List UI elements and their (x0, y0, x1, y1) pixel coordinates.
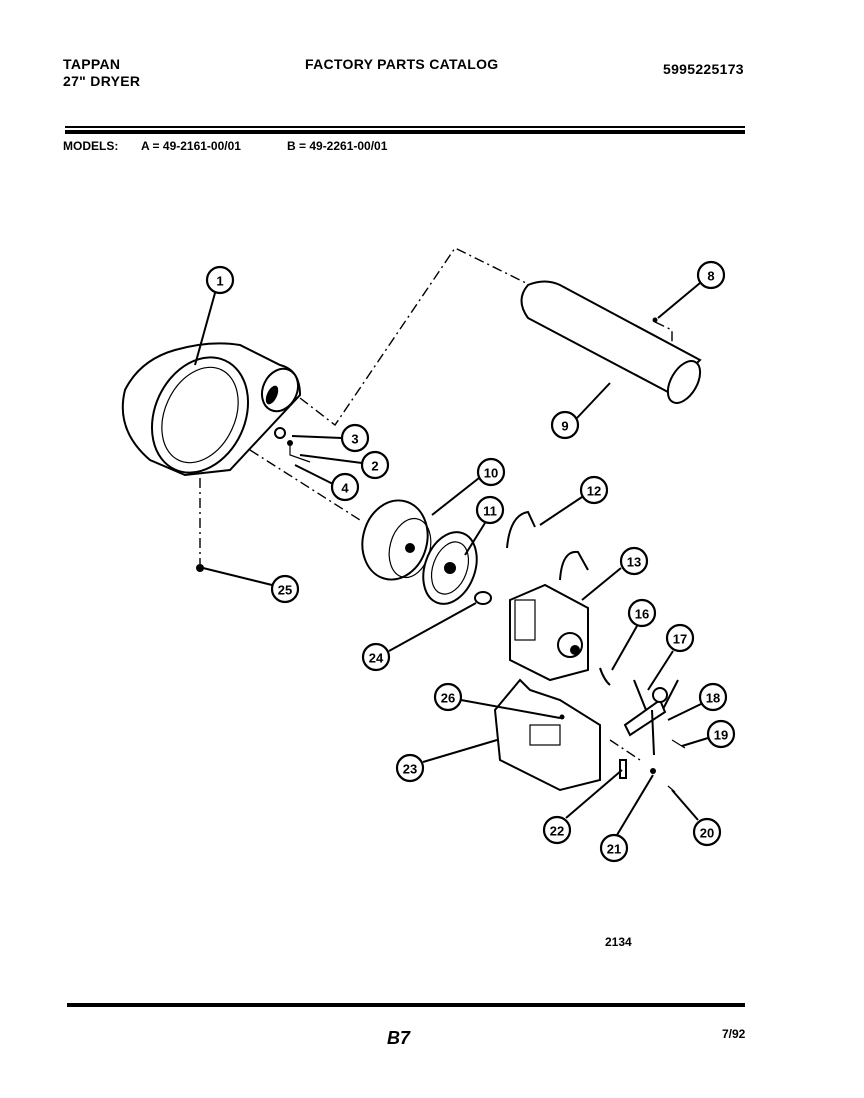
callout-19: 19 (706, 719, 736, 749)
svg-text:11: 11 (483, 504, 497, 519)
seal-plate-part (422, 531, 478, 605)
callout-11: 11 (475, 495, 505, 525)
model-a: A = 49-2161-00/01 (141, 139, 241, 153)
revision-date: 7/92 (722, 1027, 746, 1041)
coupling-part (474, 591, 492, 605)
callout-12: 12 (579, 475, 609, 505)
svg-text:1: 1 (216, 274, 223, 289)
callout-21: 21 (599, 833, 629, 863)
svg-text:13: 13 (627, 555, 641, 570)
small-fastener-parts (274, 427, 311, 463)
motor-mount-part (493, 678, 601, 792)
callout-13: 13 (619, 546, 649, 576)
motor-clip-part (506, 510, 536, 549)
svg-text:10: 10 (484, 466, 498, 481)
product-name: 27" DRYER (63, 73, 141, 89)
callout-16: 16 (627, 598, 657, 628)
svg-text:23: 23 (403, 762, 417, 777)
drawing-number: 2134 (605, 935, 632, 949)
spring-part (619, 759, 627, 779)
nut-part (650, 768, 656, 774)
assembly-line (249, 449, 361, 521)
svg-text:12: 12 (587, 484, 601, 499)
motor-clip-part (559, 550, 589, 581)
assembly-line (609, 739, 641, 761)
page-number: B7 (387, 1028, 411, 1048)
model-b: B = 49-2261-00/01 (287, 139, 388, 153)
spring-clip-part (599, 667, 611, 686)
svg-text:18: 18 (706, 691, 720, 706)
callout-4: 4 (330, 472, 360, 502)
callout-17: 17 (665, 623, 695, 653)
svg-text:16: 16 (635, 607, 649, 622)
blower-wheel-part (361, 499, 432, 581)
svg-text:24: 24 (369, 651, 384, 666)
svg-text:9: 9 (561, 419, 568, 434)
models-label: MODELS: (63, 139, 119, 153)
drive-motor-part (509, 583, 589, 682)
callout-8: 8 (696, 260, 726, 290)
header-rule-thin (65, 126, 745, 128)
callout-10: 10 (476, 457, 506, 487)
screw-part (196, 564, 204, 572)
footer-rule (67, 1003, 745, 1007)
leader-lines (194, 282, 709, 836)
callout-2: 2 (360, 450, 390, 480)
svg-text:17: 17 (673, 632, 687, 647)
svg-text:20: 20 (700, 826, 714, 841)
idler-arm-part (623, 679, 679, 756)
callout-1: 1 (205, 265, 235, 295)
svg-text:21: 21 (607, 842, 621, 857)
callout-24: 24 (361, 642, 391, 672)
brand-name: TAPPAN (63, 56, 121, 72)
callout-20: 20 (692, 817, 722, 847)
callout-25: 25 (270, 574, 300, 604)
exhaust-duct-part (520, 280, 702, 404)
header-rule-thick (65, 130, 745, 134)
assembly-line (299, 247, 531, 427)
svg-text:25: 25 (278, 583, 292, 598)
callout-9: 9 (550, 410, 580, 440)
svg-text:2: 2 (371, 459, 378, 474)
catalog-number: 5995225173 (663, 61, 744, 77)
blower-housing-part (121, 342, 302, 477)
catalog-title: FACTORY PARTS CATALOG (305, 56, 499, 72)
callout-18: 18 (698, 682, 728, 712)
callout-22: 22 (542, 815, 572, 845)
svg-text:26: 26 (441, 691, 455, 706)
svg-text:3: 3 (351, 432, 358, 447)
callout-26: 26 (433, 682, 463, 712)
svg-text:19: 19 (714, 728, 728, 743)
svg-text:4: 4 (341, 481, 349, 496)
callout-3: 3 (340, 423, 370, 453)
svg-text:8: 8 (707, 269, 714, 284)
svg-text:22: 22 (550, 824, 564, 839)
callout-23: 23 (395, 753, 425, 783)
screw-part (671, 739, 686, 749)
